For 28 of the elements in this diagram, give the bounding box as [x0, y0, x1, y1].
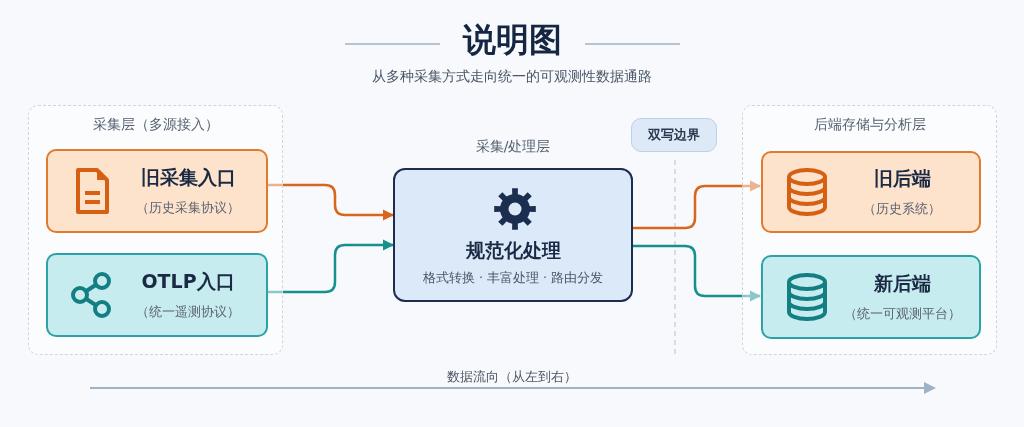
title: 说明图	[461, 19, 563, 61]
process-title: 规范化处理	[464, 238, 562, 263]
process-steps: 格式转换 · 丰富处理 · 路由分发	[395, 270, 631, 287]
layer-panel	[742, 105, 997, 355]
storage-box	[761, 255, 981, 339]
subtitle: 从多种采集方式走向统一的可观测性数据通路	[371, 68, 653, 86]
card-title: 旧采集入口	[140, 165, 236, 190]
card-subtitle: （统一可观测平台）	[843, 305, 961, 323]
card-title: OTLP入口	[141, 269, 235, 294]
boundary-tag	[631, 118, 717, 152]
layer-panel	[28, 105, 283, 355]
arrow	[633, 180, 762, 230]
card-subtitle: （统一遥测协议）	[136, 303, 240, 321]
card-subtitle: （历史采集协议）	[136, 199, 240, 217]
layer-heading: 后端存储与分析层	[812, 116, 927, 134]
arrow	[267, 183, 395, 221]
storage-box	[761, 151, 981, 233]
arrow	[633, 244, 762, 302]
layer-heading: 采集层（多源接入）	[91, 116, 220, 134]
source-box	[46, 149, 268, 233]
arrow	[267, 239, 395, 294]
layer-heading: 采集/处理层	[474, 138, 552, 156]
card-subtitle: （历史系统）	[863, 200, 941, 218]
card-title: 新后端	[873, 271, 931, 296]
flow-label: 数据流向（从左到右）	[446, 368, 578, 386]
tag-text: 双写边界	[648, 126, 700, 144]
card-title: 旧后端	[873, 166, 931, 191]
source-box	[46, 253, 268, 337]
